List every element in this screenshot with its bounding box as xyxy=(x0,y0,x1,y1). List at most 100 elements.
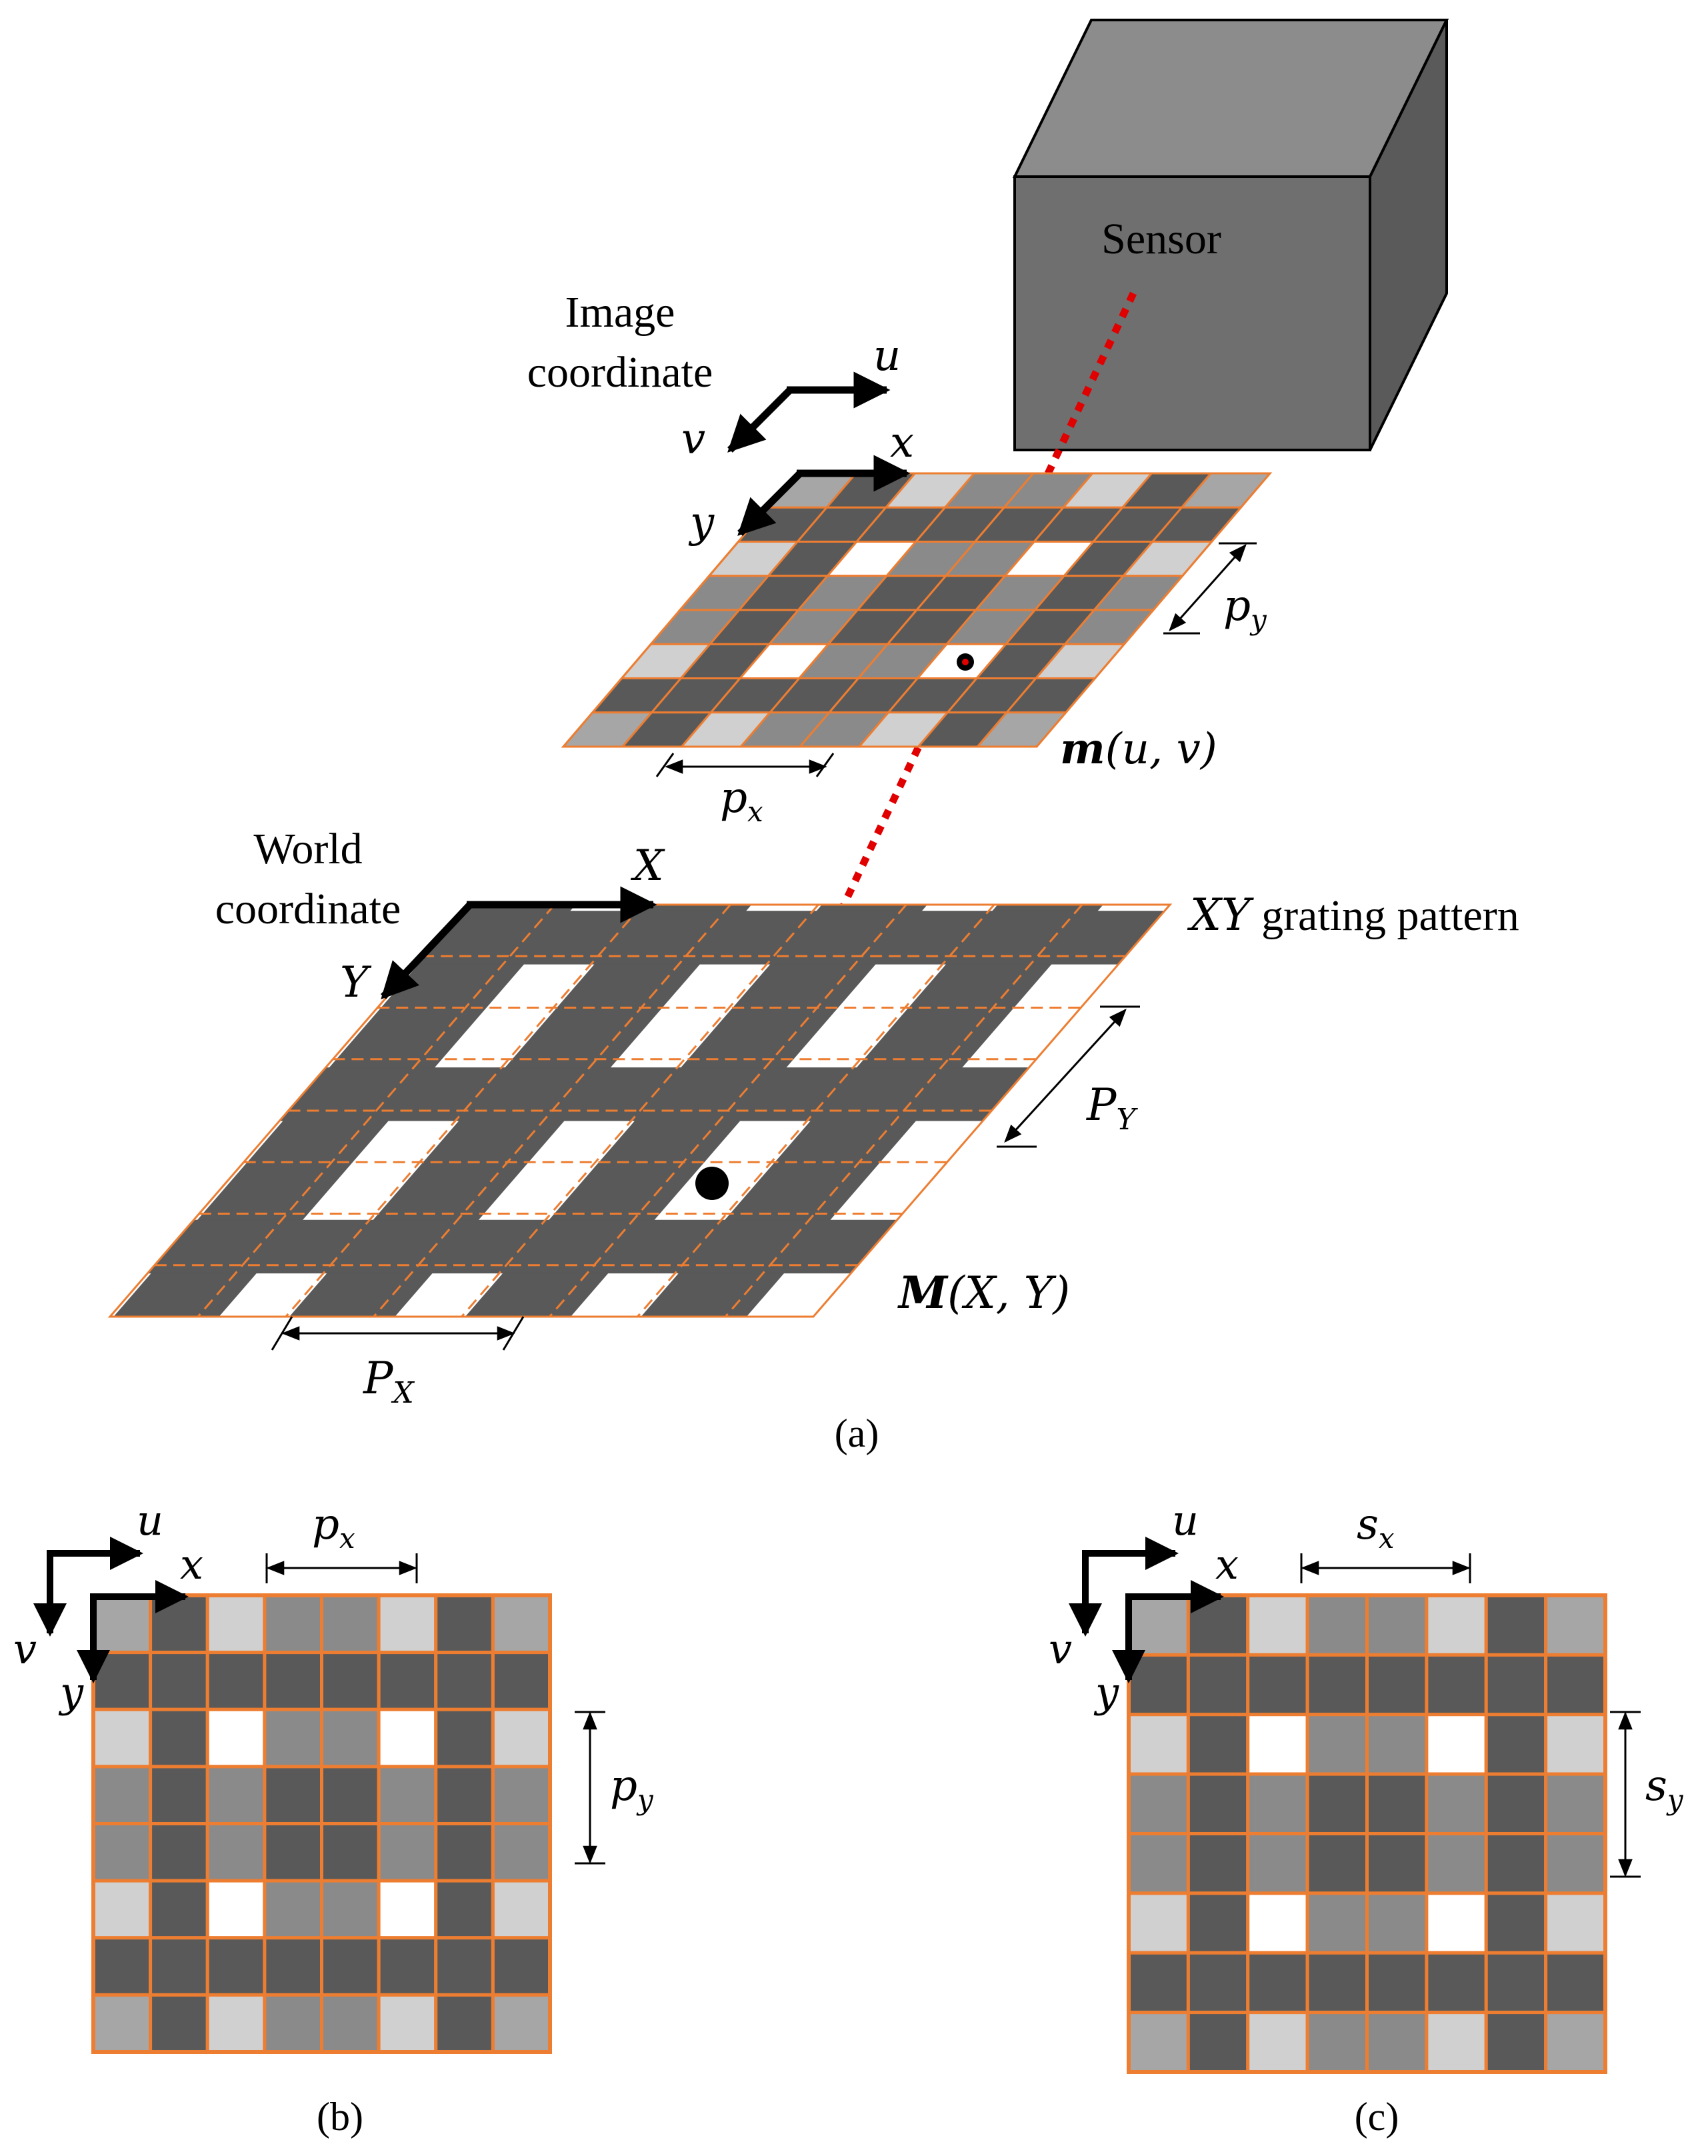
pixel-cell xyxy=(1365,1832,1429,1895)
sensor-front-face xyxy=(1013,175,1371,451)
pixel-cell xyxy=(491,1651,552,1711)
grating-pattern-label: XY grating pattern xyxy=(1187,889,1519,941)
sensor-box: Sensor xyxy=(1012,19,1449,451)
pixel-cell xyxy=(491,1822,552,1883)
sampling-line-vertical xyxy=(637,904,995,1317)
pixel-cell xyxy=(1305,1891,1369,1955)
caption-c: (c) xyxy=(1355,2095,1399,2139)
pixel-cell xyxy=(1127,1891,1190,1955)
image-caption-line1: Image xyxy=(565,288,675,337)
pixel-cell xyxy=(320,1993,381,2054)
pixel-cell xyxy=(1127,1951,1190,2015)
pixel-cell xyxy=(1305,1653,1369,1717)
pixel-cell xyxy=(1484,1772,1548,1835)
PY-label: PY xyxy=(1086,1079,1138,1137)
image-pixel-grid xyxy=(561,472,1273,748)
pixel-cell xyxy=(1425,1772,1488,1835)
pixel-cell xyxy=(263,1765,323,1825)
world-point-label: M(X, Y) xyxy=(897,1267,1070,1319)
pixel-cell xyxy=(1484,1891,1548,1955)
pixel-cell xyxy=(205,1936,267,1997)
pixel-cell xyxy=(91,1936,153,1997)
px-tick-right xyxy=(815,753,835,777)
Y-axis-arrow xyxy=(380,902,473,1000)
world-plane: World coordinate X Y XY grating pattern … xyxy=(107,825,1519,1410)
py-dimension-arrow xyxy=(1169,543,1247,632)
pixel-cell xyxy=(491,1707,552,1769)
pixel-cell xyxy=(1544,1772,1607,1835)
world-plane-border xyxy=(107,903,1173,1318)
pixel-cell xyxy=(1425,1951,1488,2015)
panel-b-v-label: v xyxy=(13,1625,37,1673)
pixel-cell xyxy=(1186,1772,1250,1835)
panel-c-x-label: x xyxy=(1215,1540,1239,1589)
pixel-cell xyxy=(1365,1772,1429,1835)
pixel-cell xyxy=(263,1993,323,2054)
pixel-cell xyxy=(91,1765,153,1825)
grid-border xyxy=(1127,1593,1607,2074)
pixel-cell xyxy=(1544,1891,1607,1955)
pixel-cell xyxy=(149,1651,209,1711)
pixel-cell xyxy=(320,1879,381,1940)
X-axis-label: X xyxy=(630,841,665,891)
pixel-cell xyxy=(1246,2011,1309,2074)
panel-b-px-label: px xyxy=(312,1500,355,1555)
pixel-cell xyxy=(1305,1593,1369,1657)
pixel-cell xyxy=(1246,1891,1309,1955)
pixel-cell xyxy=(205,1765,267,1825)
sampling-line-vertical xyxy=(724,904,1083,1317)
v-axis-label: v xyxy=(681,415,705,464)
image-point-label: m(u, v) xyxy=(1060,724,1217,774)
pixel-cell xyxy=(320,1765,381,1825)
pixel-cell xyxy=(1127,1772,1190,1835)
pixel-cell xyxy=(205,1822,267,1883)
world-caption-line2: coordinate xyxy=(215,885,401,933)
pixel-cell xyxy=(434,1936,495,1997)
pixel-cell xyxy=(91,1879,153,1940)
Y-axis-label: Y xyxy=(340,958,372,1007)
pixel-cell xyxy=(377,1936,438,1997)
pixel-cell xyxy=(377,1993,438,2054)
pixel-cell xyxy=(1484,1832,1548,1895)
world-caption-line1: World xyxy=(253,825,362,873)
panel-b-py-label: py xyxy=(610,1761,654,1816)
pixel-cell xyxy=(1425,1713,1488,1776)
pixel-cell xyxy=(491,1879,552,1940)
pixel-cell xyxy=(205,1879,267,1940)
pixel-cell xyxy=(1484,1713,1548,1776)
pixel-cell xyxy=(1186,1951,1250,2015)
grid-border xyxy=(91,1593,552,2054)
pixel-cell xyxy=(263,1879,323,1940)
pixel-cell xyxy=(1127,1832,1190,1895)
pixel-cell xyxy=(491,1993,552,2054)
pixel-cell xyxy=(320,1593,381,1655)
pixel-cell xyxy=(1544,1832,1607,1895)
pixel-cell xyxy=(1127,1593,1190,1657)
pixel-cell xyxy=(1246,1593,1309,1657)
sensor-label: Sensor xyxy=(1101,215,1221,263)
pixel-cell xyxy=(149,1707,209,1769)
pixel-cell xyxy=(491,1765,552,1825)
PX-label: PX xyxy=(363,1353,415,1410)
pixel-cell xyxy=(149,1936,209,1997)
pixel-cell xyxy=(1484,1653,1548,1717)
panel-b-y-label: y xyxy=(58,1668,84,1717)
pixel-cell xyxy=(1544,1713,1607,1776)
panel-c: u v x y sx sy (c) xyxy=(1049,1496,1684,2139)
pixel-cell xyxy=(91,1993,153,2054)
pixel-cell xyxy=(1186,2011,1250,2074)
world-point-dot xyxy=(695,1167,729,1200)
pixel-cell xyxy=(1246,1713,1309,1776)
image-caption-line2: coordinate xyxy=(527,348,713,397)
pixel-cell xyxy=(1305,1951,1369,2015)
pixel-cell xyxy=(491,1936,552,1997)
pixel-cell xyxy=(205,1651,267,1711)
pixel-cell xyxy=(149,1993,209,2054)
pixel-cell xyxy=(149,1822,209,1883)
pixel-cell xyxy=(434,1707,495,1769)
y-axis-arrow xyxy=(737,471,803,536)
panel-b-x-label: x xyxy=(180,1540,203,1589)
pixel-cell xyxy=(1305,1713,1369,1776)
pixel-cell xyxy=(1365,1891,1429,1955)
pixel-cell xyxy=(1425,1832,1488,1895)
